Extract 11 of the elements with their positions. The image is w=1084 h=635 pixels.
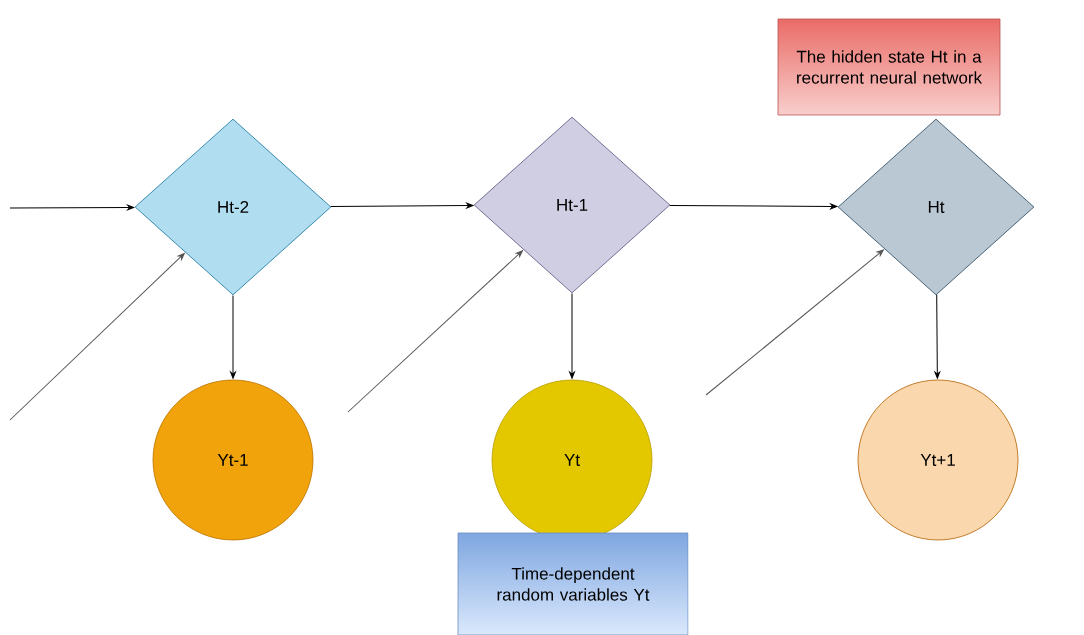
arrow	[330, 202, 474, 209]
callout-box: The hidden state Ht in a recurrent neural network	[777, 18, 1001, 116]
arrow	[230, 294, 236, 379]
arrow	[669, 203, 838, 210]
arrow	[347, 250, 523, 413]
arrow	[9, 204, 135, 211]
arrow	[9, 253, 185, 421]
arrow	[705, 249, 884, 396]
arrow	[934, 294, 941, 379]
callout-box: Time-dependent random variables Yt	[457, 532, 689, 635]
arrow	[569, 292, 575, 379]
